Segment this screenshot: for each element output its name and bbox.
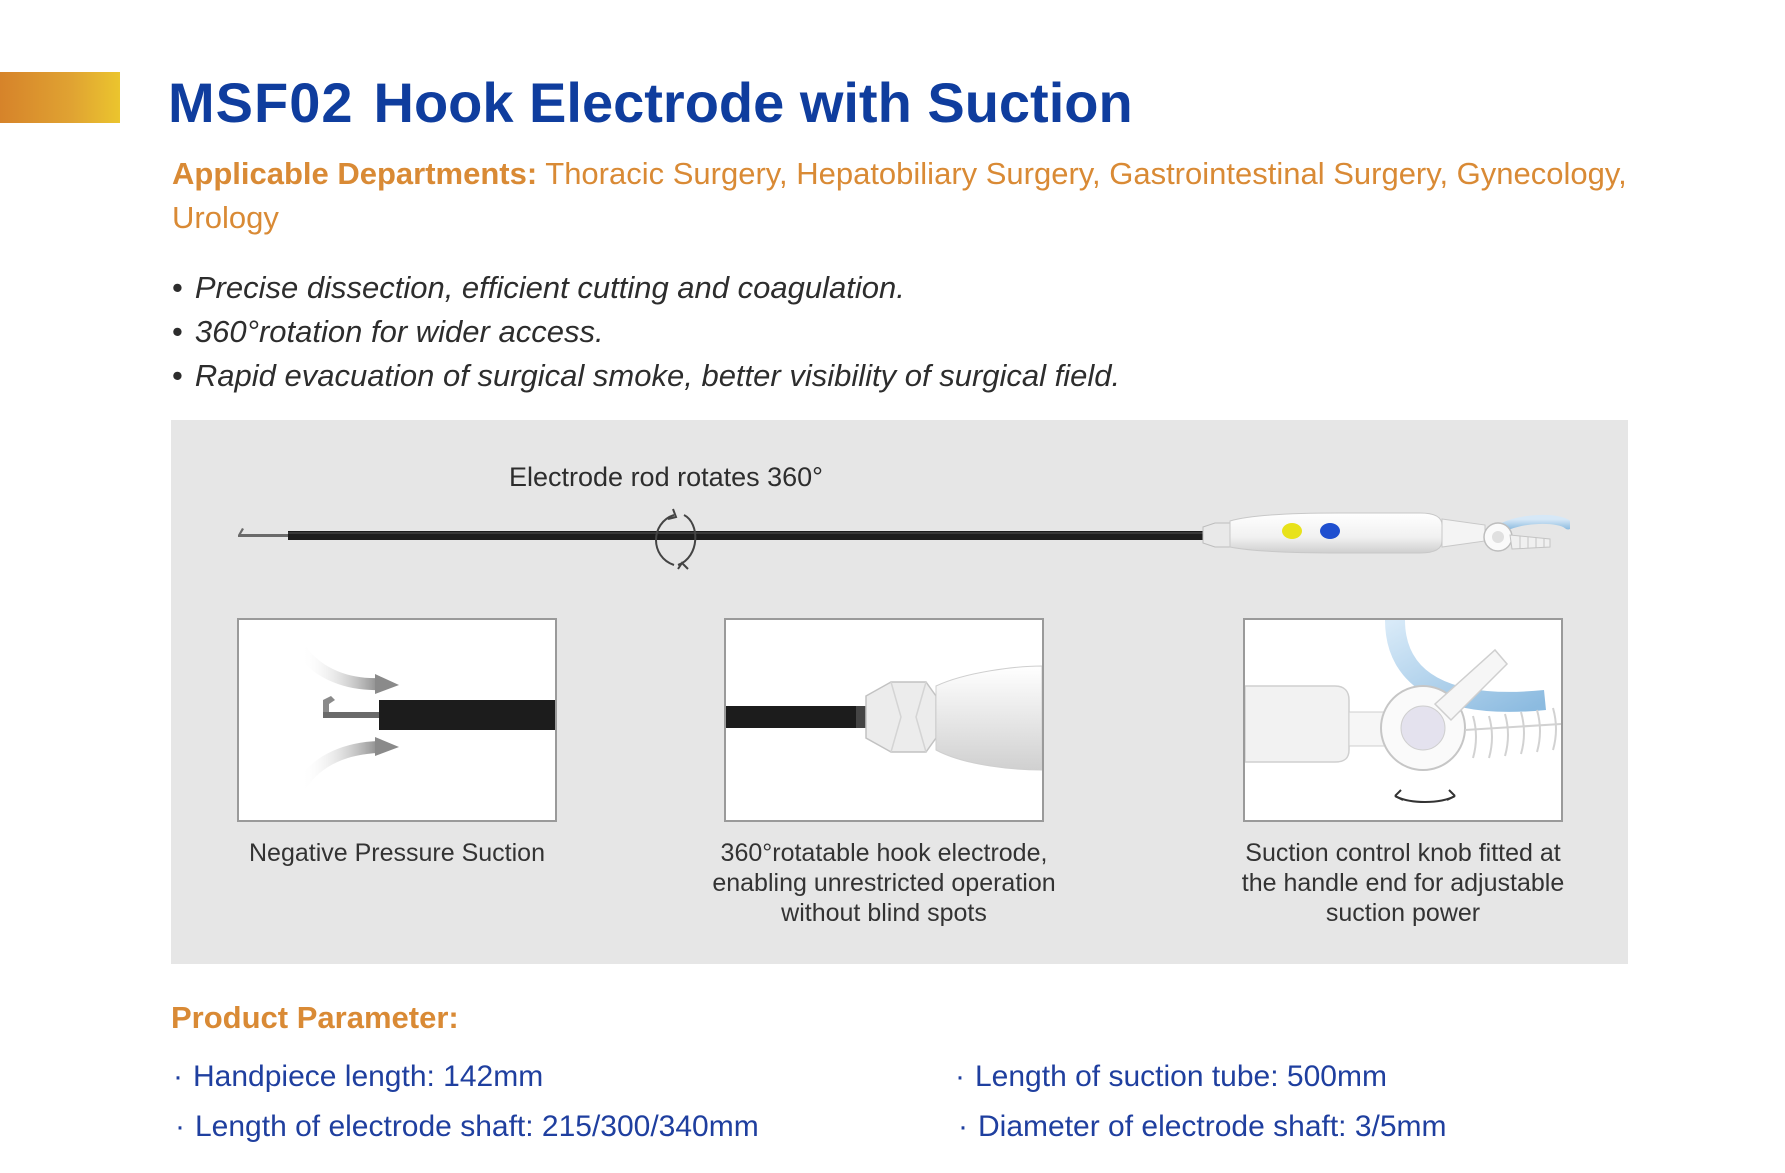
inset-suction-knob bbox=[1243, 618, 1563, 822]
departments-label: Applicable Departments: bbox=[172, 156, 538, 191]
handpiece bbox=[1245, 685, 1350, 763]
caption-knob: Suction control knob fitted at the handl… bbox=[1241, 839, 1565, 927]
blue-button bbox=[1320, 523, 1340, 539]
electrode-shaft bbox=[288, 531, 1203, 540]
suction-arrow-icon bbox=[296, 741, 380, 789]
bullet: • bbox=[172, 270, 183, 305]
suction-tube bbox=[1495, 514, 1570, 534]
rotation-arrow-icon bbox=[655, 508, 697, 570]
suction-arrow-icon bbox=[296, 646, 380, 691]
caption-suction: Negative Pressure Suction bbox=[249, 839, 545, 867]
rotation-label: Electrode rod rotates 360° bbox=[509, 462, 823, 492]
electrode-device-illustration bbox=[238, 508, 1570, 570]
parameters-title: Product Parameter: bbox=[171, 1000, 459, 1035]
parameter-item: ·Length of electrode shaft: 215/300/340m… bbox=[175, 1110, 759, 1143]
applicable-departments: Applicable Departments: Thoracic Surgery… bbox=[172, 152, 1642, 240]
inset-suction-tip bbox=[237, 618, 557, 822]
handpiece bbox=[935, 665, 1042, 771]
hook-tip bbox=[323, 696, 335, 716]
electrode-shaft bbox=[379, 700, 555, 730]
accent-bar bbox=[0, 72, 120, 123]
bullet: • bbox=[172, 358, 183, 393]
yellow-button bbox=[1282, 523, 1302, 539]
rotation-arrow-icon bbox=[1394, 795, 1456, 803]
parameter-item: ·Diameter of electrode shaft: 3/5mm bbox=[958, 1110, 1447, 1143]
departments-list: Thoracic Surgery, Hepatobiliary Surgery,… bbox=[172, 156, 1627, 235]
corrugated-hose bbox=[1464, 707, 1561, 759]
electrode-shaft bbox=[726, 706, 866, 728]
caption-rotatable: 360°rotatable hook electrode, enabling u… bbox=[712, 839, 1056, 927]
feature-item: •Rapid evacuation of surgical smoke, bet… bbox=[172, 358, 1121, 393]
bullet: • bbox=[172, 314, 183, 349]
feature-list: •Precise dissection, efficient cutting a… bbox=[172, 266, 1120, 398]
hook-tip bbox=[238, 528, 288, 537]
shaft-collar bbox=[1202, 522, 1231, 548]
product-name: Hook Electrode with Suction bbox=[373, 71, 1133, 134]
feature-item: •Precise dissection, efficient cutting a… bbox=[172, 270, 905, 305]
parameter-item: ·Handpiece length: 142mm bbox=[173, 1060, 544, 1093]
page-title: MSF02 Hook Electrode with Suction bbox=[168, 70, 1133, 135]
parameter-item: ·Length of suction tube: 500mm bbox=[955, 1060, 1387, 1093]
model-code: MSF02 bbox=[168, 71, 354, 134]
feature-item: •360°rotation for wider access. bbox=[172, 314, 604, 349]
inset-rotatable-collar bbox=[724, 618, 1044, 822]
